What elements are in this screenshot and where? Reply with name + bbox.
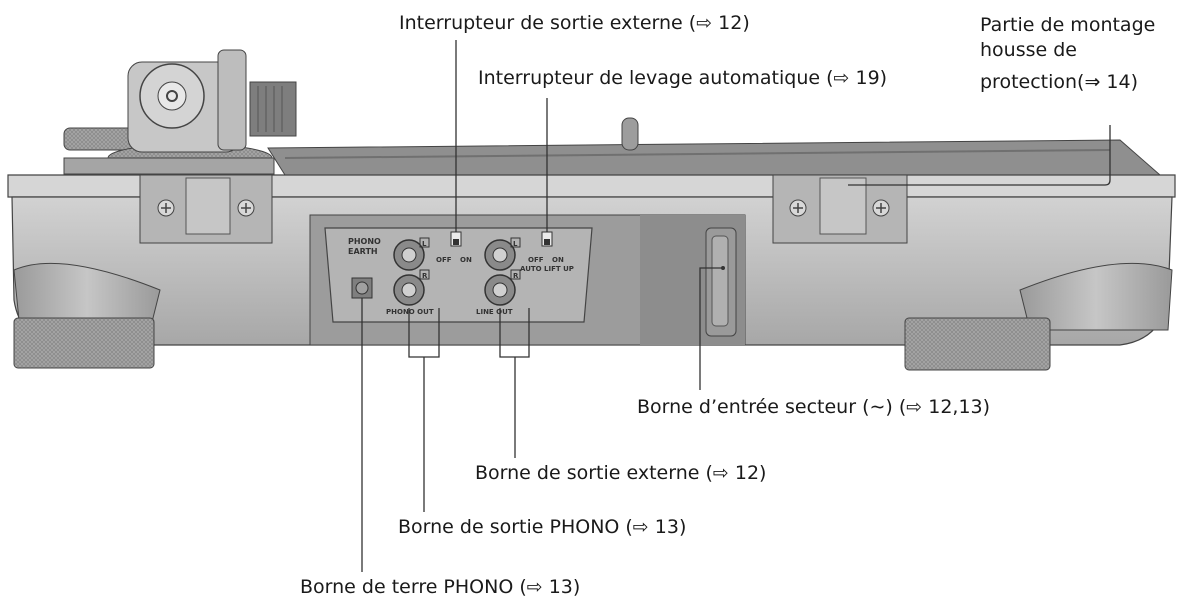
- panel-label-earth: EARTH: [348, 247, 378, 256]
- line-right-mark: R: [513, 272, 519, 280]
- callout-dust-cover-mount-line3: protection(⇒ 14): [980, 71, 1139, 93]
- panel-label-phono-out: PHONO OUT: [386, 308, 434, 316]
- leader-ac-inlet: [699, 267, 723, 390]
- callout-dust-cover-mount-line2: housse de: [980, 39, 1077, 61]
- switch1-off-label: OFF: [436, 256, 452, 264]
- panel-label-line-out: LINE OUT: [476, 308, 513, 316]
- connector-panel: PHONO EARTH L R PHONO OUT OFF ON L R LIN…: [324, 227, 593, 323]
- callout-line-out-terminal: Borne de sortie externe (⇨ 12): [475, 462, 767, 484]
- leader-dust-cover: [848, 125, 1111, 186]
- callout-dust-cover-mount-line1: Partie de montage: [980, 14, 1156, 36]
- platter: [267, 117, 1162, 176]
- switch2-on-label: ON: [552, 256, 564, 264]
- panel-label-phono: PHONO: [348, 237, 381, 246]
- callout-phono-earth-terminal: Borne de terre PHONO (⇨ 13): [300, 576, 581, 598]
- callout-external-output-switch: Interrupteur de sortie externe (⇨ 12): [399, 12, 750, 34]
- callout-auto-lift-switch: Interrupteur de levage automatique (⇨ 19…: [478, 67, 888, 89]
- callout-ac-inlet: Borne d’entrée secteur (∼) (⇨ 12,13): [637, 396, 991, 418]
- line-left-mark: L: [513, 240, 518, 248]
- panel-label-auto-lift-up: AUTO LIFT UP: [520, 265, 574, 273]
- tonearm-assembly: [63, 49, 297, 175]
- callout-phono-out-terminal: Borne de sortie PHONO (⇨ 13): [398, 516, 687, 538]
- feet: [13, 262, 1173, 371]
- phono-left-mark: L: [422, 240, 427, 248]
- phono-right-mark: R: [422, 272, 428, 280]
- switch2-off-label: OFF: [528, 256, 544, 264]
- leader-lines: [361, 40, 1111, 572]
- switch1-on-label: ON: [460, 256, 472, 264]
